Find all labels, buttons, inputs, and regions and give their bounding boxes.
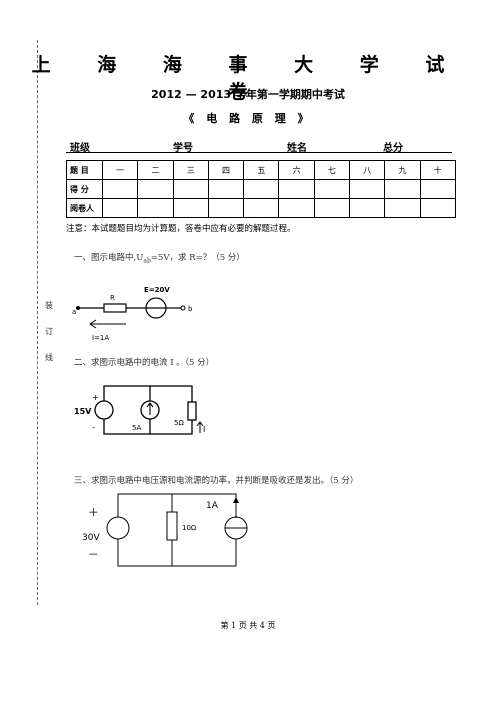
- row-header-question: 题 目: [66, 160, 103, 180]
- node-a-label: a: [72, 308, 76, 316]
- isource-1a-label: 1A: [206, 501, 219, 511]
- question-3-text: 三、求图示电路中电压源和电流源的功率，并判断是吸收还是发出。（5 分）: [74, 476, 359, 486]
- node-b-label: b: [188, 305, 193, 313]
- voltage-source-15v-symbol: [94, 400, 114, 420]
- circuit-1-diagram: a b R E=20V I=1A: [72, 286, 193, 342]
- resistor-10-ohm-label: 10Ω: [182, 524, 197, 532]
- score-cell[interactable]: [349, 179, 386, 199]
- grader-cell[interactable]: [243, 198, 280, 218]
- question-number: 三: [172, 160, 209, 180]
- total-score-label: 总分: [383, 143, 403, 154]
- question-2-text: 二、求图示电路中的电流 I 。（5 分）: [74, 358, 215, 368]
- source-label: E=20V: [144, 286, 170, 294]
- score-cell[interactable]: [207, 179, 245, 199]
- minus-sign: -: [92, 423, 95, 432]
- binding-mark-xian: 线: [45, 353, 53, 362]
- score-table: 题 目 一 二 三 四 五 六 七 八 九 十 得 分 阅卷人: [66, 160, 457, 218]
- question-number: 四: [207, 160, 245, 180]
- resistor-5-ohm-symbol: [187, 401, 197, 421]
- binding-line: [37, 40, 38, 605]
- grader-cell[interactable]: [207, 198, 245, 218]
- grader-cell[interactable]: [172, 198, 209, 218]
- current-arrow-icon: [89, 319, 97, 329]
- resistor-10-ohm-symbol: [166, 511, 178, 541]
- page-footer: 第 1 页 共 4 页: [220, 621, 276, 630]
- question-number: 九: [384, 160, 421, 180]
- binding-mark-zhuang: 装: [45, 301, 53, 310]
- course-name: 《 电 路 原 理 》: [183, 112, 313, 125]
- grader-cell[interactable]: [137, 198, 174, 218]
- info-underline: [66, 152, 452, 153]
- current-i-arrow-icon: [196, 421, 204, 427]
- minus-sign: －: [88, 548, 99, 561]
- node-b-dot: [180, 305, 186, 311]
- vsource-30v-label: 30V: [82, 533, 100, 543]
- exam-note: 注意：本试题题目均为计算题，答卷中应有必要的解题过程。: [66, 224, 296, 234]
- resistor-5-ohm-label: 5Ω: [174, 419, 184, 427]
- resistor-r-symbol: [103, 303, 127, 313]
- row-header-grader: 阅卷人: [66, 198, 103, 218]
- score-cell[interactable]: [101, 179, 139, 199]
- score-cell[interactable]: [278, 179, 315, 199]
- grader-cell[interactable]: [419, 198, 457, 218]
- score-cell[interactable]: [419, 179, 457, 199]
- binding-mark-ding: 订: [45, 327, 53, 336]
- grader-cell[interactable]: [101, 198, 139, 218]
- plus-sign: +: [92, 393, 99, 402]
- score-cell[interactable]: [384, 179, 421, 199]
- score-cell[interactable]: [243, 179, 280, 199]
- current-label: I=1A: [92, 334, 109, 342]
- name-label: 姓名: [287, 143, 307, 154]
- question-1-prefix: 一、图示电路中,U: [74, 253, 144, 263]
- score-cell[interactable]: [172, 179, 209, 199]
- circuit-2-diagram: 15V + - 5A 5Ω I: [74, 385, 205, 435]
- question-number: 十: [419, 160, 457, 180]
- question-1-text: 一、图示电路中,Uab=5V，求 R=？（5 分）: [74, 251, 245, 265]
- class-label: 班级: [70, 143, 90, 154]
- question-number: 八: [349, 160, 386, 180]
- row-header-score: 得 分: [66, 179, 103, 199]
- grader-row: 阅卷人: [66, 198, 457, 218]
- score-cell[interactable]: [137, 179, 174, 199]
- question-number: 五: [243, 160, 280, 180]
- question-number: 六: [278, 160, 315, 180]
- voltage-source-30v-symbol: [106, 516, 130, 540]
- circuit-3-diagram: ＋ 30V － 10Ω 1A: [82, 493, 248, 567]
- score-row: 得 分: [66, 179, 457, 199]
- grader-cell[interactable]: [278, 198, 315, 218]
- resistor-label: R: [110, 294, 115, 302]
- node-a-dot: [76, 306, 80, 310]
- grader-cell[interactable]: [349, 198, 386, 218]
- question-number: 二: [137, 160, 174, 180]
- question-number: 七: [313, 160, 351, 180]
- question-number: 一: [101, 160, 139, 180]
- student-id-label: 学号: [173, 143, 193, 154]
- grader-cell[interactable]: [313, 198, 351, 218]
- source-arrow-icon: [146, 402, 154, 408]
- vsource-15v-label: 15V: [74, 407, 92, 416]
- current-i-label: I: [203, 425, 205, 434]
- grader-cell[interactable]: [384, 198, 421, 218]
- plus-sign: ＋: [88, 506, 99, 519]
- isource-5a-label: 5A: [132, 424, 141, 432]
- score-table-header-row: 题 目 一 二 三 四 五 六 七 八 九 十: [66, 160, 457, 180]
- exam-subtitle: 2012 — 2013 学年第一学期期中考试: [151, 88, 345, 101]
- current-direction-arrow-icon: [233, 497, 239, 503]
- score-cell[interactable]: [313, 179, 351, 199]
- exam-title: 上 海 海 事 大 学 试 卷: [31, 54, 465, 103]
- question-1-subscript: ab: [143, 257, 151, 265]
- question-1-suffix: =5V，求 R=？（5 分）: [150, 253, 245, 263]
